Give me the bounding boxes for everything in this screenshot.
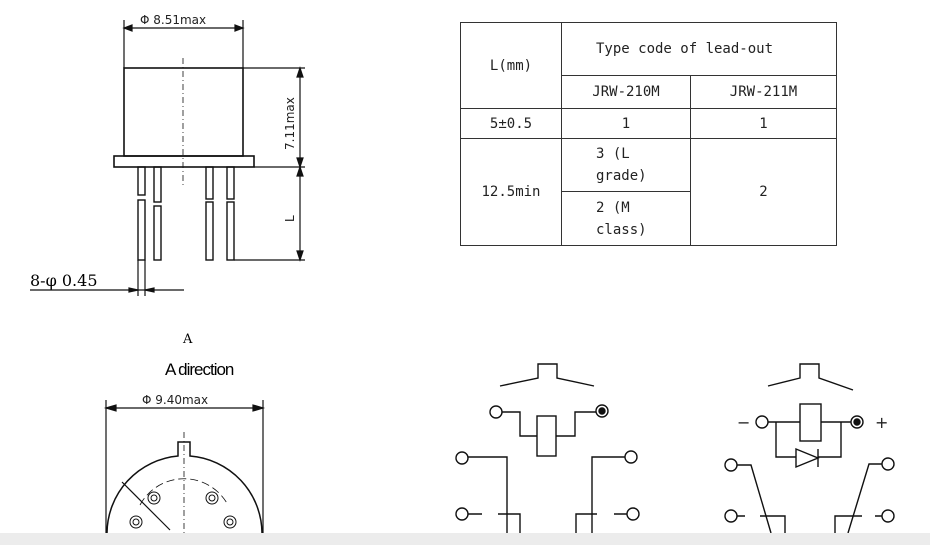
- plus-sign: +: [875, 413, 888, 432]
- cell-jrw-211m: 2: [690, 138, 837, 246]
- header-jrw-211m: JRW-211M: [690, 75, 837, 109]
- header-jrw-210m: JRW-210M: [561, 75, 691, 109]
- header-type-code: Type code of lead-out: [561, 22, 837, 76]
- pin-spec-label: 8-φ 0.45: [30, 271, 98, 290]
- height-label: 7.11max: [283, 97, 297, 150]
- cell-jrw-210m: 1: [561, 108, 691, 139]
- relay-bottom-view: [103, 400, 266, 534]
- table-row: 5±0.5 1 1: [460, 108, 837, 139]
- view-marker: A: [183, 332, 193, 347]
- relay-side-view: [30, 20, 305, 296]
- cell-jrw-211m: 1: [690, 108, 837, 139]
- schematic-jrw-210m: [455, 363, 640, 533]
- cell-jrw-210m-l-grade: 3 (L grade): [561, 138, 691, 192]
- schematic-jrw-211m: [724, 363, 895, 534]
- diameter-bottom-label: Φ 9.40max: [142, 393, 208, 407]
- cell-l: 12.5min: [460, 138, 562, 246]
- bottom-scroll-area: [0, 533, 930, 545]
- minus-sign: −: [737, 413, 750, 432]
- header-l: L(mm): [460, 22, 562, 109]
- view-title: A direction: [165, 360, 234, 379]
- cell-l: 5±0.5: [460, 108, 562, 139]
- table-row: 12.5min 3 (L grade) 2: [460, 138, 837, 246]
- lead-length-label: L: [283, 215, 297, 222]
- lead-out-type-table: L(mm) Type code of lead-out JRW-210M JRW…: [460, 22, 837, 246]
- cell-jrw-210m-m-class: 2 (M class): [561, 191, 691, 246]
- diameter-top-label: Φ 8.51max: [140, 13, 206, 27]
